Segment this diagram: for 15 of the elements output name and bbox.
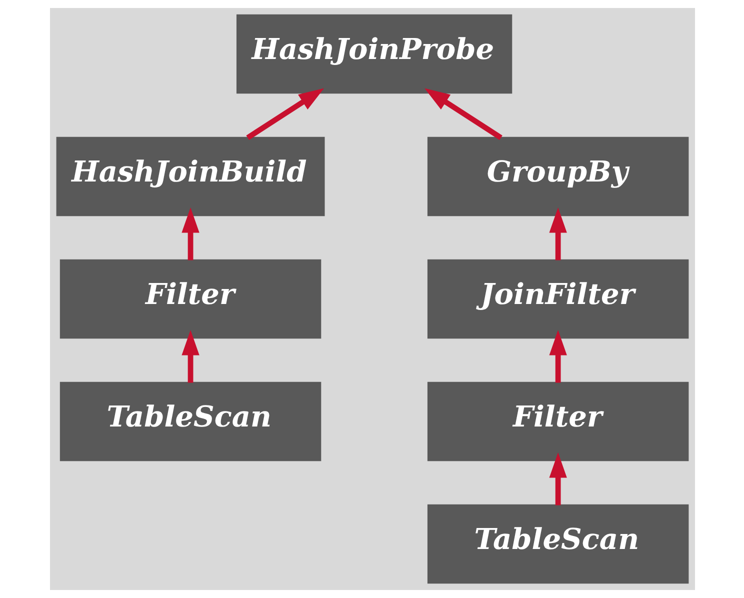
node-box: TableScan [59, 382, 321, 462]
node-box: HashJoinBuild [56, 136, 324, 216]
node-box: HashJoinProbe [236, 14, 512, 94]
arrow [548, 452, 566, 506]
arrow [548, 330, 566, 383]
arrow [246, 88, 324, 140]
node-box: Filter [426, 382, 688, 462]
node-box: TableScan [426, 504, 688, 584]
arrow [181, 330, 199, 383]
arrow [424, 88, 502, 140]
node-box: GroupBy [426, 136, 688, 216]
arrow [548, 207, 566, 260]
arrow [181, 207, 199, 260]
node-box: Filter [59, 259, 321, 339]
node-box: JoinFilter [426, 259, 688, 339]
